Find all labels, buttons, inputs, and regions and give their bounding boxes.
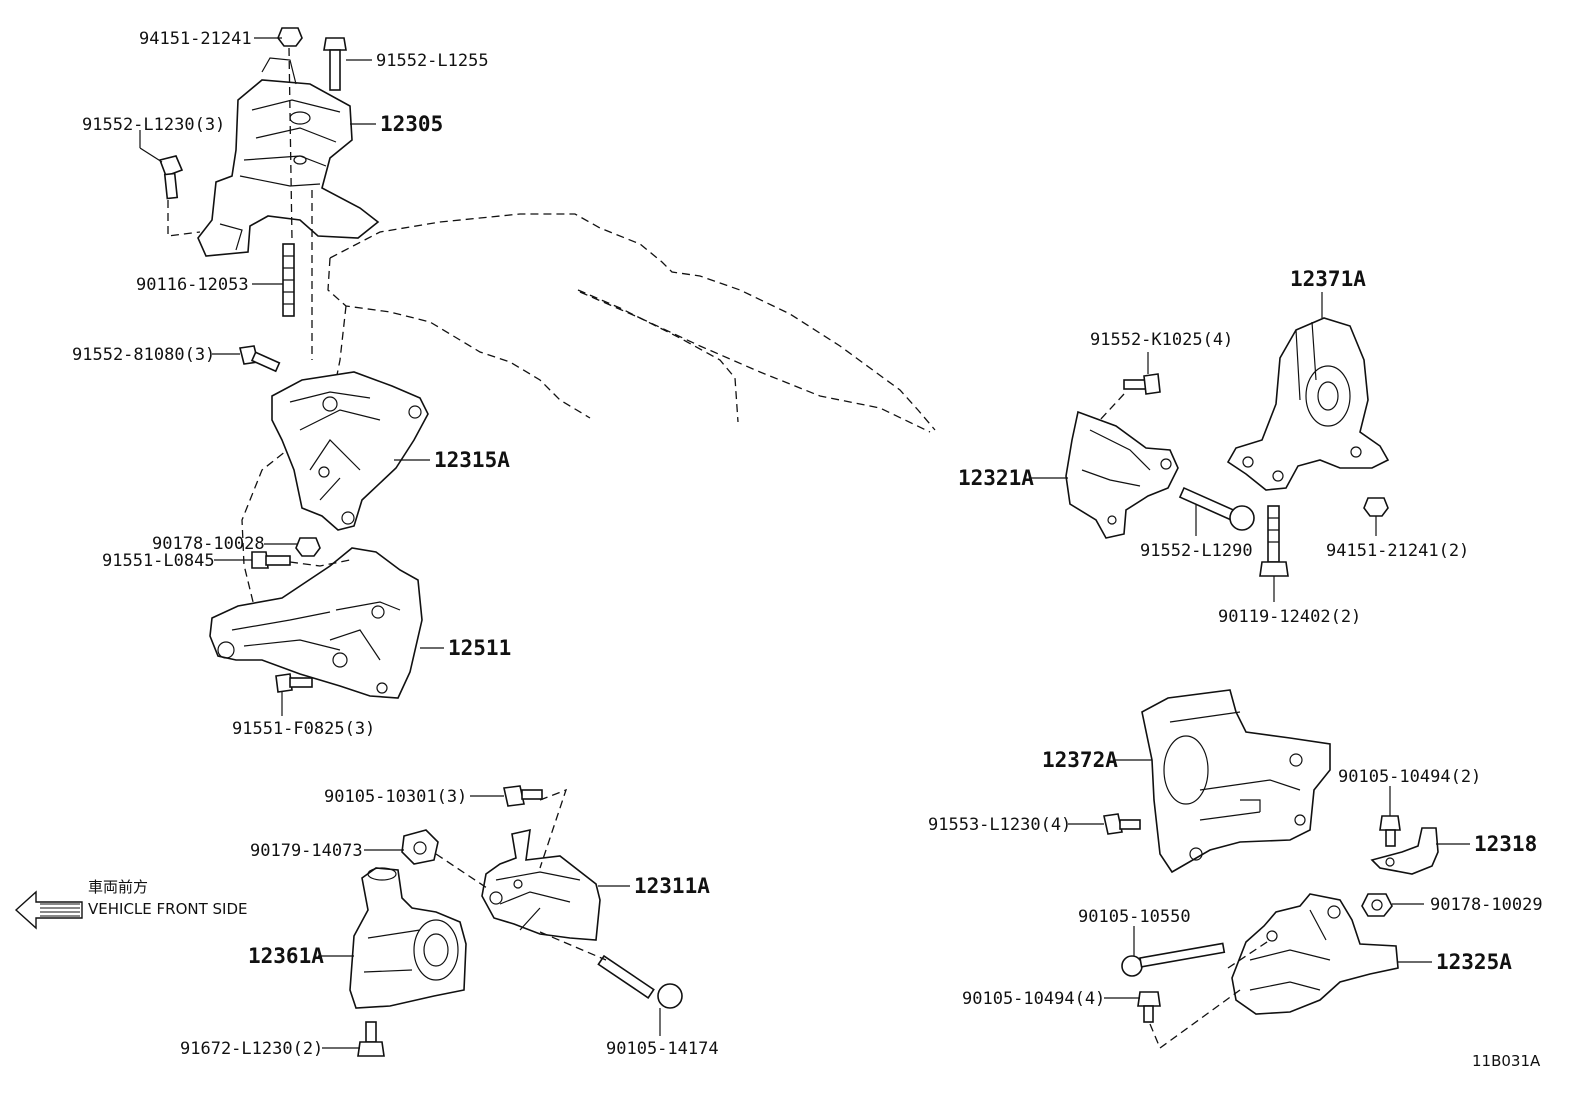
label-91672-L1230-2: 91672-L1230(2) bbox=[180, 1039, 323, 1059]
label-91552-L1255: 91552-L1255 bbox=[376, 51, 489, 71]
part-12371A-drawing bbox=[1226, 317, 1390, 491]
label-12321A: 12321A bbox=[958, 466, 1034, 490]
bolt-91552-K1025 bbox=[1123, 373, 1161, 395]
stud-90116-12053 bbox=[282, 243, 295, 317]
label-91553-L1230-4: 91553-L1230(4) bbox=[928, 815, 1071, 835]
label-12325A: 12325A bbox=[1436, 950, 1512, 974]
label-94151-21241: 94151-21241 bbox=[139, 29, 252, 49]
leader-lines bbox=[139, 37, 1470, 1049]
part-12361A-drawing bbox=[349, 867, 467, 1009]
nut-90178-10028 bbox=[295, 537, 321, 557]
part-12511-drawing bbox=[209, 547, 423, 699]
label-90105-14174: 90105-14174 bbox=[606, 1039, 719, 1059]
stud-90119-12402 bbox=[1259, 505, 1289, 577]
bolt-91551-L0845 bbox=[251, 551, 291, 569]
nut-94151-21241-2 bbox=[1363, 497, 1389, 517]
label-91552-K1025-4: 91552-K1025(4) bbox=[1090, 330, 1233, 350]
engine-outline bbox=[241, 213, 936, 611]
part-12305-drawing bbox=[197, 57, 380, 257]
label-91552-L1230-3: 91552-L1230(3) bbox=[82, 115, 225, 135]
label-91552-81080-3: 91552-81080(3) bbox=[72, 345, 215, 365]
part-12311A-drawing bbox=[481, 828, 601, 941]
label-12372A: 12372A bbox=[1042, 748, 1118, 772]
label-91551-L0845: 91551-L0845 bbox=[102, 551, 215, 571]
bolt-90105-10550 bbox=[1121, 942, 1226, 977]
part-12321A-drawing bbox=[1065, 410, 1179, 539]
label-12305: 12305 bbox=[380, 112, 443, 136]
label-94151-21241-2: 94151-21241(2) bbox=[1326, 541, 1469, 561]
label-90178-10028: 90178-10028 bbox=[152, 534, 265, 554]
figure-id: 11B031A bbox=[1472, 1052, 1541, 1070]
bolt-91672-L1230 bbox=[357, 1021, 385, 1057]
label-90179-14073: 90179-14073 bbox=[250, 841, 363, 861]
vehicle-front-arrow-icon bbox=[14, 890, 83, 930]
label-90178-10029: 90178-10029 bbox=[1430, 895, 1543, 915]
bolt-90105-10494-2 bbox=[1379, 815, 1401, 847]
label-90105-10301-3: 90105-10301(3) bbox=[324, 787, 467, 807]
part-12372A-drawing bbox=[1141, 689, 1331, 874]
bolt-90105-10301 bbox=[503, 785, 543, 807]
label-12311A: 12311A bbox=[634, 874, 710, 898]
part-12325A-drawing bbox=[1231, 893, 1399, 1015]
label-91551-F0825-3: 91551-F0825(3) bbox=[232, 719, 375, 739]
part-12315A-drawing bbox=[271, 371, 429, 531]
bolt-91552-L1255 bbox=[323, 37, 347, 91]
bolt-91551-F0825 bbox=[275, 673, 313, 693]
bolt-91552-L1230 bbox=[158, 155, 184, 200]
label-90116-12053: 90116-12053 bbox=[136, 275, 249, 295]
label-90105-10550: 90105-10550 bbox=[1078, 907, 1191, 927]
nut-90179-14073 bbox=[401, 829, 439, 865]
label-12511: 12511 bbox=[448, 636, 511, 660]
bolt-91553-L1230 bbox=[1103, 813, 1141, 835]
bolt-91552-81080 bbox=[239, 345, 281, 373]
label-91552-L1290: 91552-L1290 bbox=[1140, 541, 1253, 561]
part-labels: 94151-21241 91552-L1255 91552-L1230(3) 1… bbox=[72, 29, 1543, 1070]
bolt-91552-L1290 bbox=[1178, 486, 1255, 531]
label-12318: 12318 bbox=[1474, 832, 1537, 856]
label-12371A: 12371A bbox=[1290, 267, 1366, 291]
label-12361A: 12361A bbox=[248, 944, 324, 968]
direction-label-english: VEHICLE FRONT SIDE bbox=[88, 900, 248, 918]
nut-94151-21241 bbox=[277, 27, 303, 47]
label-90119-12402-2: 90119-12402(2) bbox=[1218, 607, 1361, 627]
label-12315A: 12315A bbox=[434, 448, 510, 472]
bolt-90105-14174 bbox=[597, 954, 683, 1009]
bolt-90105-10494-4 bbox=[1137, 991, 1161, 1023]
label-90105-10494-2: 90105-10494(2) bbox=[1338, 767, 1481, 787]
label-90105-10494-4: 90105-10494(4) bbox=[962, 989, 1105, 1009]
nut-90178-10029 bbox=[1361, 893, 1393, 917]
part-12318-drawing bbox=[1370, 827, 1439, 875]
direction-label-japanese: 車両前方 bbox=[88, 878, 148, 896]
